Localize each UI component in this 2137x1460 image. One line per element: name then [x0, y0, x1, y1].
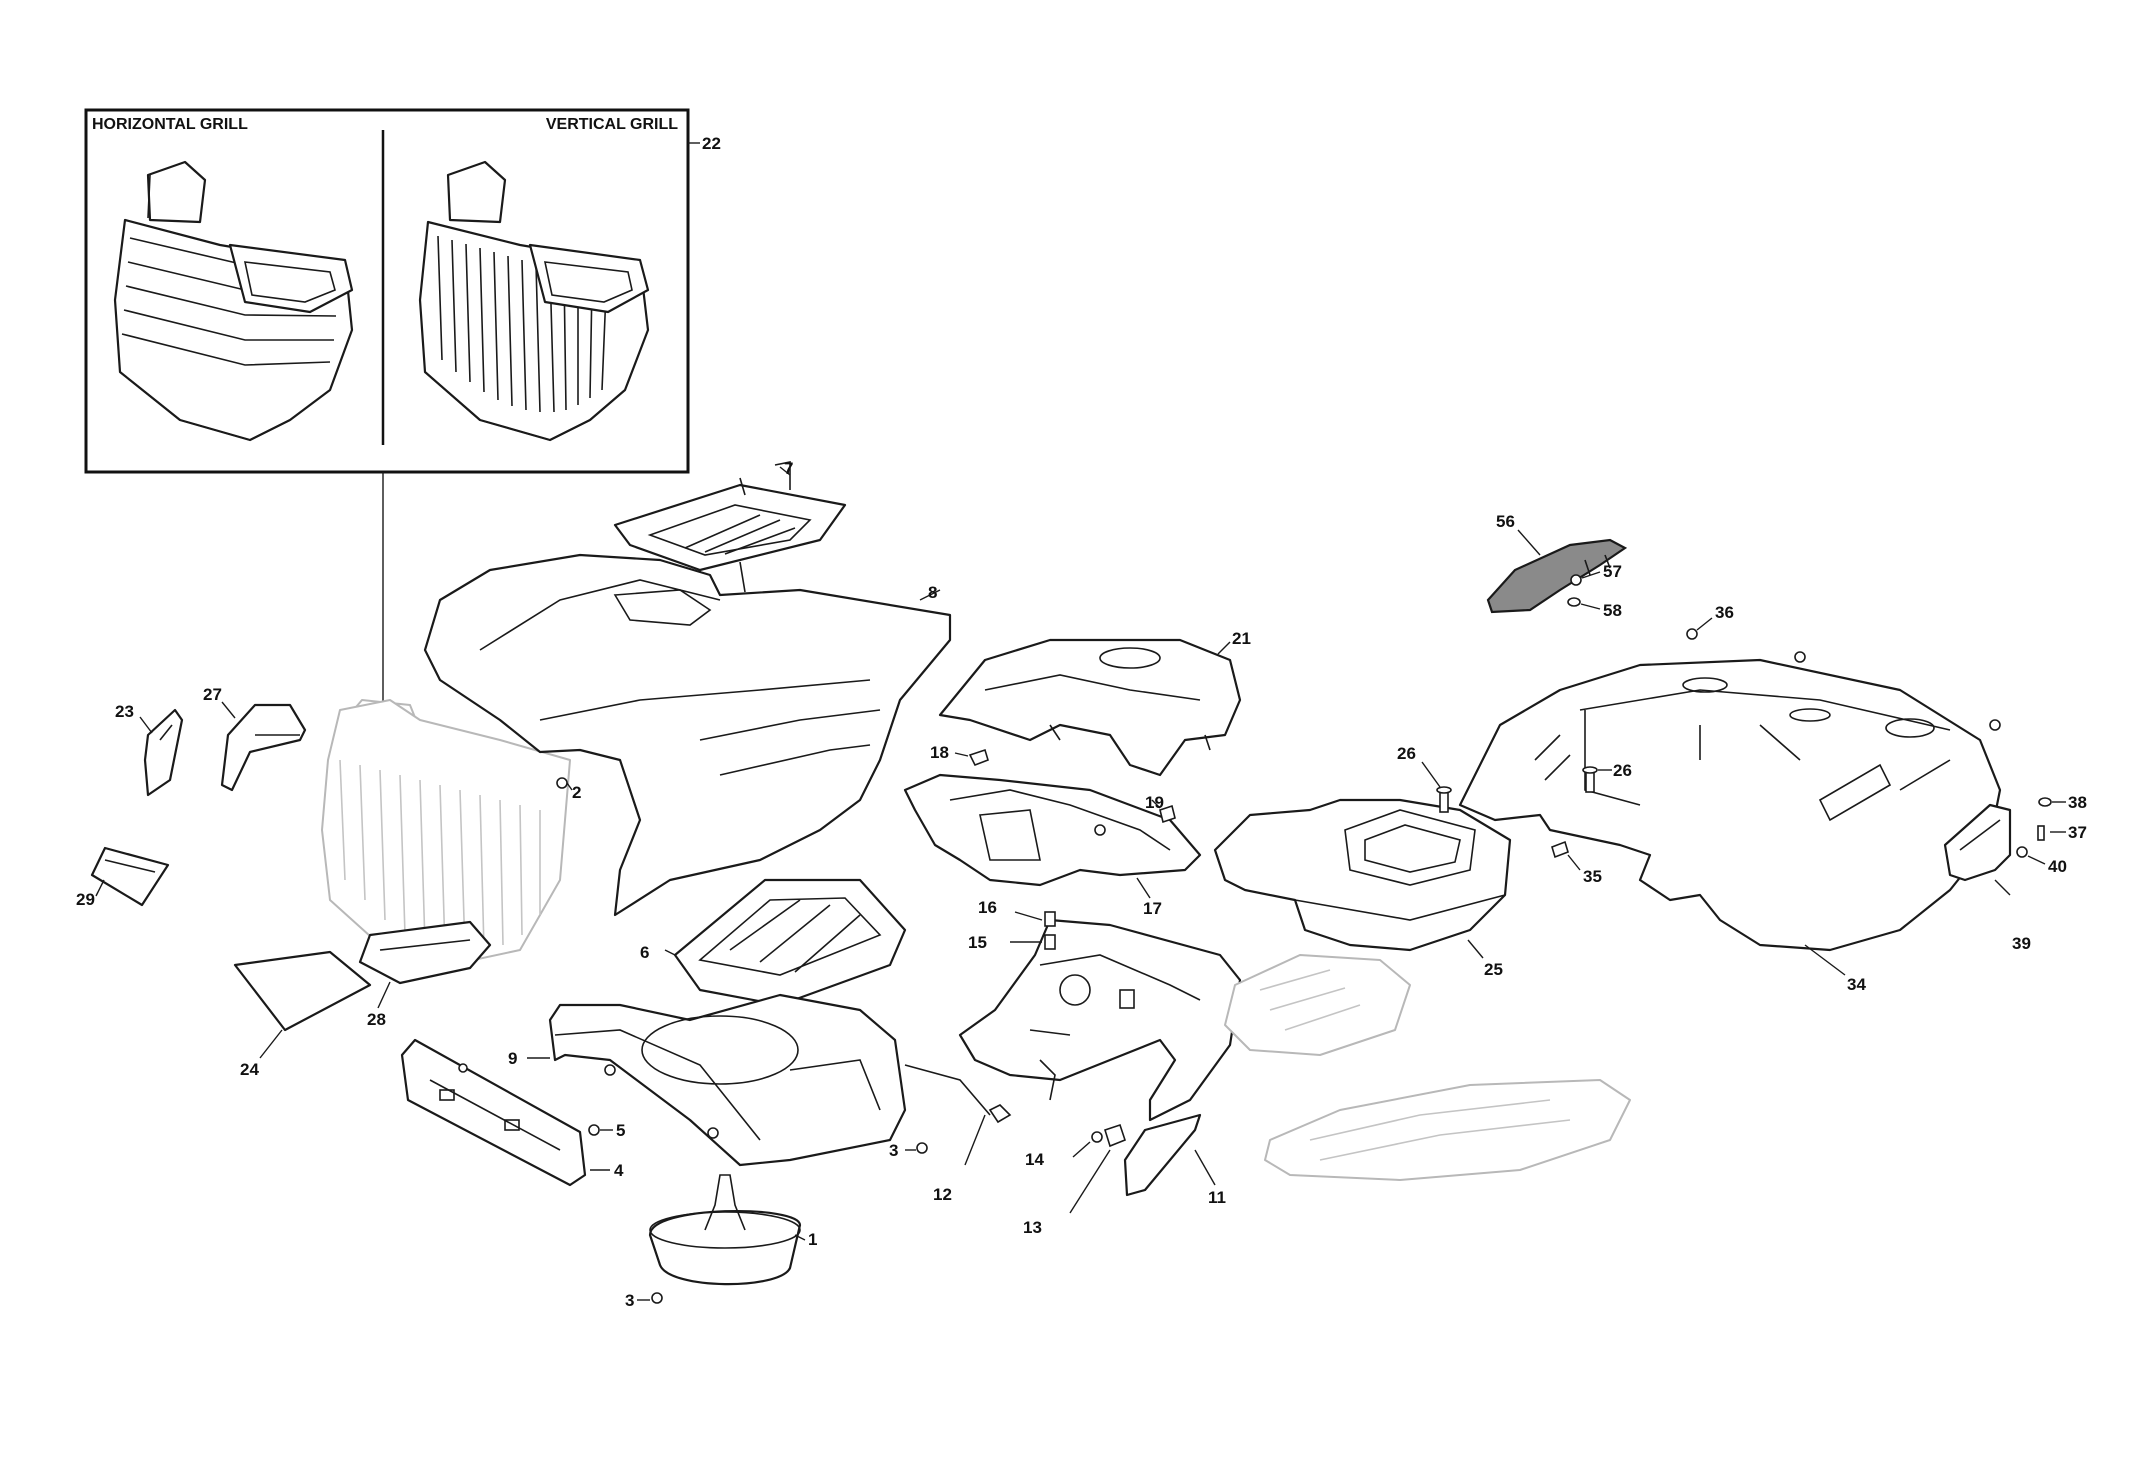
callout-21: 21	[1232, 629, 1251, 648]
vertical-grill-title: VERTICAL GRILL	[546, 116, 678, 133]
horizontal-grill-drawing	[113, 160, 354, 442]
callout-13: 13	[1023, 1218, 1042, 1237]
callout-56: 56	[1496, 512, 1515, 531]
part-13-clip: 13	[1023, 1123, 1126, 1237]
part-9-shroud: 9	[508, 993, 907, 1167]
callout-36: 36	[1715, 603, 1734, 622]
callout-16: 16	[978, 898, 997, 917]
callout-27: 27	[203, 685, 222, 704]
part-16-screw: 16	[978, 898, 1056, 927]
callout-24: 24	[240, 1060, 259, 1079]
part-36-screw: 36	[1686, 603, 2001, 731]
part-1-ring: 1	[648, 1174, 817, 1286]
part-7-dash-grille: 7	[613, 459, 847, 601]
part-35-clip: 35	[1551, 840, 1602, 886]
part-29-plate: 29	[76, 846, 170, 909]
part-26-bolt-left: 26	[1397, 744, 1452, 813]
part-57-washer: 57	[1570, 562, 1622, 586]
callout-4: 4	[614, 1161, 624, 1180]
callout-6: 6	[640, 943, 649, 962]
callout-58: 58	[1603, 601, 1622, 620]
callout-28: 28	[367, 1010, 386, 1029]
part-5-screw: 5	[588, 1121, 625, 1140]
part-28-cover: 28	[358, 920, 492, 1029]
part-58-nut: 58	[1567, 597, 1622, 620]
part-12-bracket: 12	[904, 1059, 1056, 1204]
callout-26-left: 26	[1397, 744, 1416, 763]
callout-34: 34	[1847, 975, 1866, 994]
callout-26-right: 26	[1613, 761, 1632, 780]
part-17-dash-tray: 17	[903, 773, 1202, 918]
callout-25: 25	[1484, 960, 1503, 979]
part-21-dash-cover: 21	[938, 629, 1251, 777]
part-18-clip: 18	[930, 743, 989, 767]
grill-variants-inset: HORIZONTAL GRILL VERTICAL GRILL 22	[84, 108, 721, 830]
callout-3-lower: 3	[625, 1291, 634, 1310]
part-4-bracket: 4	[400, 1038, 624, 1187]
vertical-grill-drawing	[418, 160, 650, 442]
callout-18: 18	[930, 743, 949, 762]
callout-3-upper: 3	[889, 1141, 898, 1160]
callout-35: 35	[1583, 867, 1602, 886]
part-26-bolt-right: 26	[1582, 761, 1632, 793]
part-27-bracket: 27	[203, 685, 307, 792]
part-3-nut-lower: 3	[625, 1291, 663, 1310]
callout-23: 23	[115, 702, 134, 721]
callout-15: 15	[968, 933, 987, 952]
part-11-side-panel: 11	[958, 918, 1242, 1207]
callout-37: 37	[2068, 823, 2087, 842]
part-40-screw: 40	[2016, 846, 2067, 876]
part-56-handle: 56	[1486, 512, 1628, 614]
callout-12: 12	[933, 1185, 952, 1204]
callout-17: 17	[1143, 899, 1162, 918]
callout-9: 9	[508, 1049, 517, 1068]
callout-57: 57	[1603, 562, 1622, 581]
callout-11: 11	[1208, 1188, 1226, 1207]
callout-7: 7	[784, 459, 793, 478]
callout-22: 22	[702, 134, 721, 153]
part-15-screw: 15	[968, 933, 1056, 952]
part-37-screw: 37	[2037, 823, 2087, 842]
callout-39: 39	[2012, 934, 2031, 953]
part-39-rear-bracket: 39	[1943, 803, 2031, 953]
grill-in-position-faint	[321, 699, 571, 966]
callout-5: 5	[616, 1121, 625, 1140]
horizontal-grill-title: HORIZONTAL GRILL	[92, 116, 248, 133]
callout-38: 38	[2068, 793, 2087, 812]
part-3-nut-upper: 3	[889, 1141, 928, 1160]
part-34-rear-fender: 34	[1458, 658, 2002, 994]
part-25-seat-box: 25	[1213, 798, 1512, 979]
callout-2: 2	[572, 783, 581, 802]
part-14-screw: 14	[1025, 1131, 1103, 1169]
part-23-side-piece: 23	[115, 702, 184, 797]
callout-14: 14	[1025, 1150, 1044, 1169]
part-24-panel: 24	[233, 950, 372, 1079]
callout-8: 8	[928, 583, 937, 602]
part-6-tray: 6	[640, 878, 907, 1007]
callout-40: 40	[2048, 857, 2067, 876]
callout-19: 19	[1145, 793, 1164, 812]
part-2-screw: 2	[556, 777, 581, 802]
callout-29: 29	[76, 890, 95, 909]
callout-1: 1	[808, 1230, 817, 1249]
part-8-hood: 8	[423, 553, 952, 917]
part-38-washer: 38	[2038, 793, 2087, 812]
part-19-clip: 19	[1145, 793, 1176, 824]
floorboard-faint	[1224, 954, 1631, 1181]
